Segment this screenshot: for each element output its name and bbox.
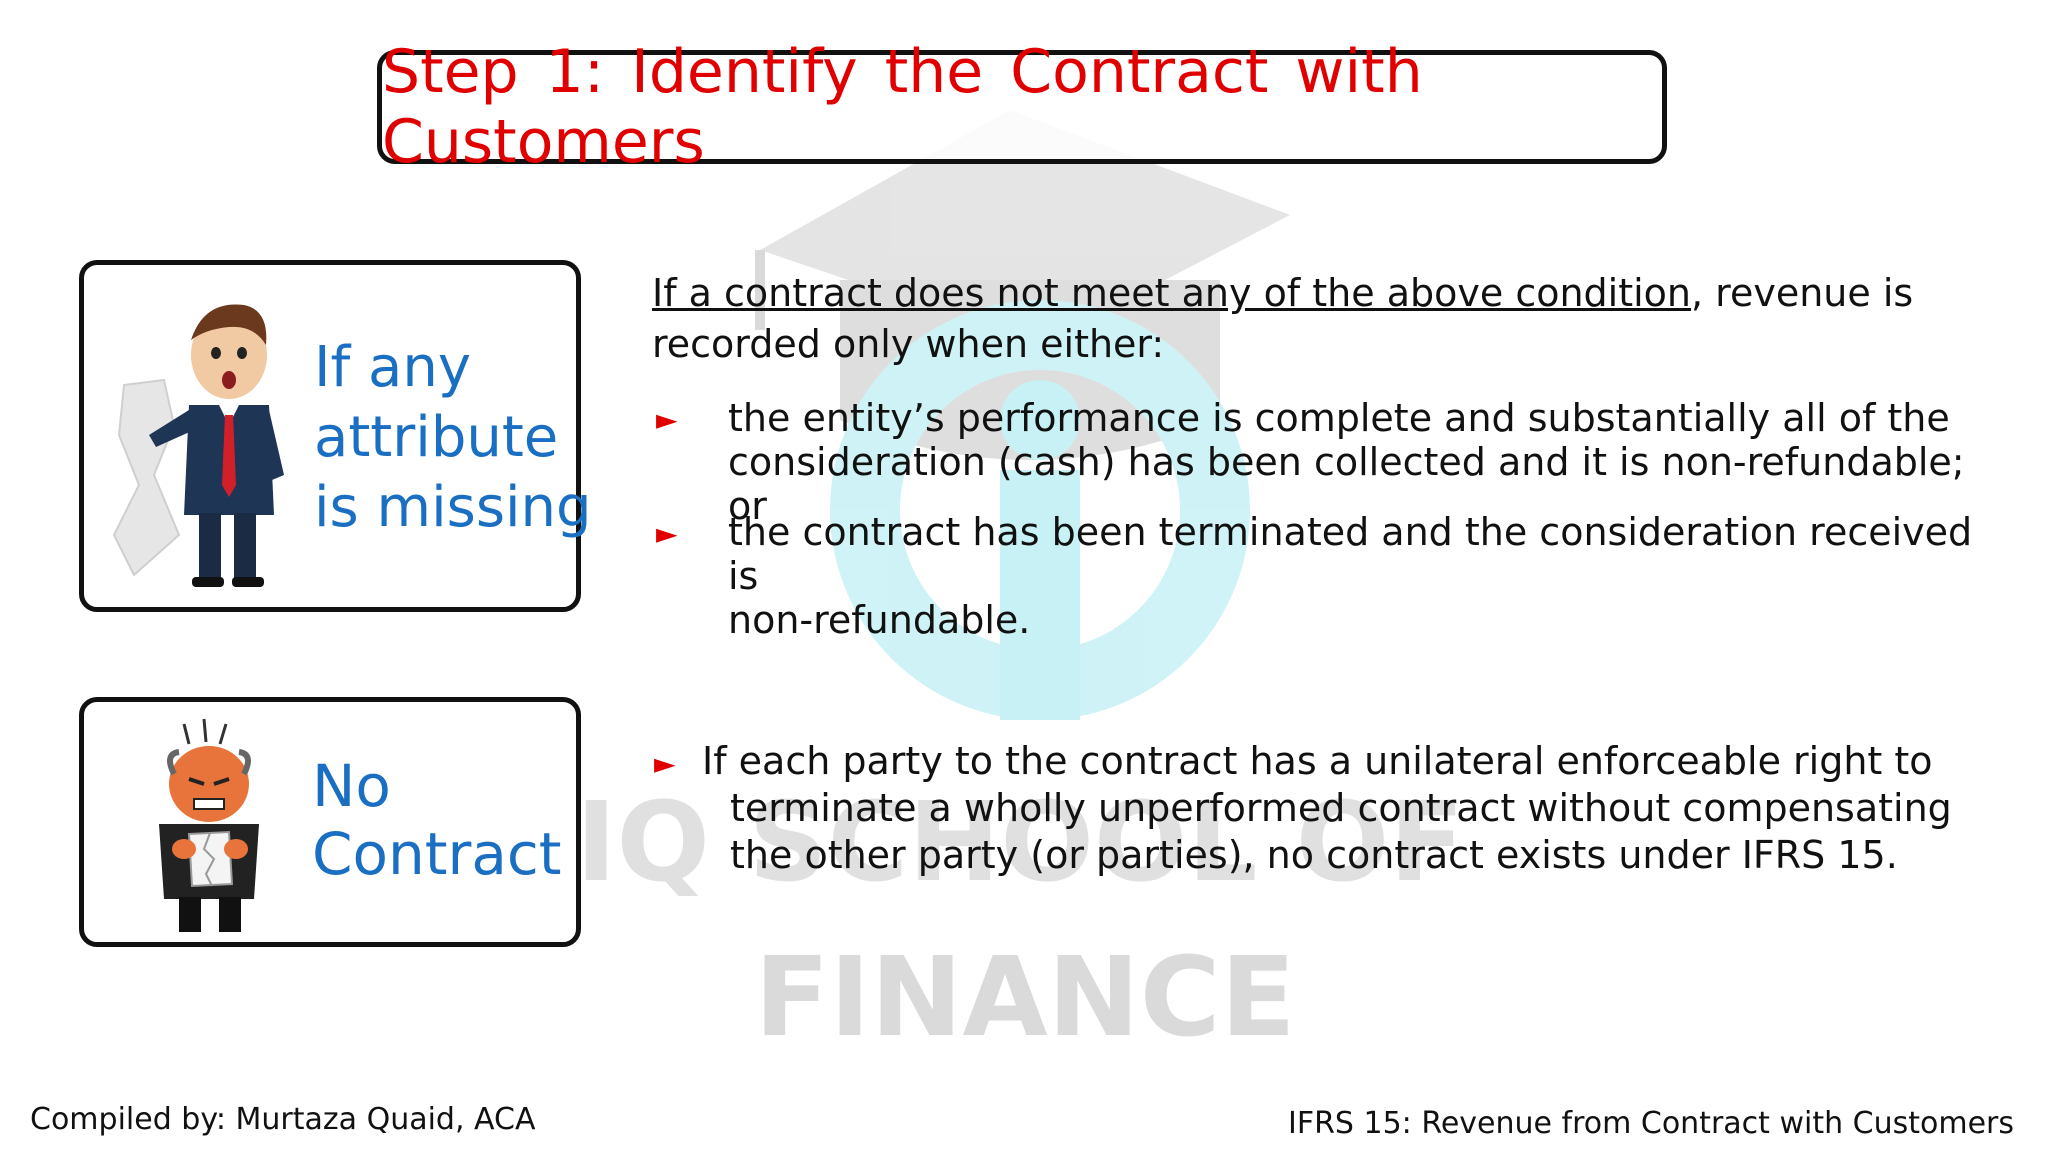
no-contract-label: No Contract — [312, 752, 562, 888]
bullet-arrow-icon: ► — [654, 747, 676, 780]
intro-rest-text: , revenue is recorded only when either: — [652, 271, 1914, 366]
bullet-3-line-2: terminate a wholly unperformed contract … — [730, 786, 1952, 830]
missing-attribute-line-1: If any — [314, 335, 471, 400]
no-contract-card: No Contract — [79, 697, 581, 947]
bullet-1-line-1: the entity’s performance is complete and… — [728, 396, 1950, 440]
no-contract-line-2: Contract — [312, 820, 562, 888]
bullet-1-line-2: consideration (cash) has been collected … — [728, 440, 1965, 528]
missing-attribute-line-3: is missing — [314, 475, 592, 540]
bullet-2-line-2: non-refundable. — [728, 598, 1031, 642]
no-contract-line-1: No — [312, 752, 391, 820]
footer-course-title: IFRS 15: Revenue from Contract with Cust… — [1287, 1106, 2014, 1141]
title-box: Step 1: Identify the Contract with Custo… — [377, 37, 1667, 177]
bullet-arrow-icon: ► — [656, 403, 678, 436]
bullet-no-contract-exists: ► If each party to the contract has a un… — [654, 738, 2002, 879]
bullet-performance-complete: ► the entity’s performance is complete a… — [656, 396, 1988, 528]
bullet-3-line-3: the other party (or parties), no contrac… — [730, 833, 1898, 877]
businessman-with-paper-illustration — [112, 304, 284, 587]
intro-paragraph: If a contract does not meet any of the a… — [652, 268, 1982, 370]
missing-attribute-label: If any attribute is missing — [314, 333, 592, 543]
bullet-contract-terminated: ► the contract has been terminated and t… — [656, 510, 1988, 642]
bullet-3-line-1: If each party to the contract has a unil… — [702, 739, 1933, 783]
angry-man-tearing-paper-illustration — [159, 718, 259, 932]
intro-underlined-text: If a contract does not meet any of the a… — [652, 271, 1692, 315]
watermark-text-2: FINANCE — [754, 933, 1295, 1061]
watermark-text-1: IQ SCHOOL OF — [576, 778, 1465, 906]
bullet-arrow-icon: ► — [656, 517, 678, 550]
bullet-2-line-1: the contract has been terminated and the… — [728, 510, 1973, 598]
missing-attribute-card: If any attribute is missing — [79, 260, 592, 612]
missing-attribute-line-2: attribute — [314, 405, 559, 470]
slide-title: Step 1: Identify the Contract with Custo… — [382, 37, 1423, 177]
footer-author: Compiled by: Murtaza Quaid, ACA — [30, 1102, 536, 1137]
